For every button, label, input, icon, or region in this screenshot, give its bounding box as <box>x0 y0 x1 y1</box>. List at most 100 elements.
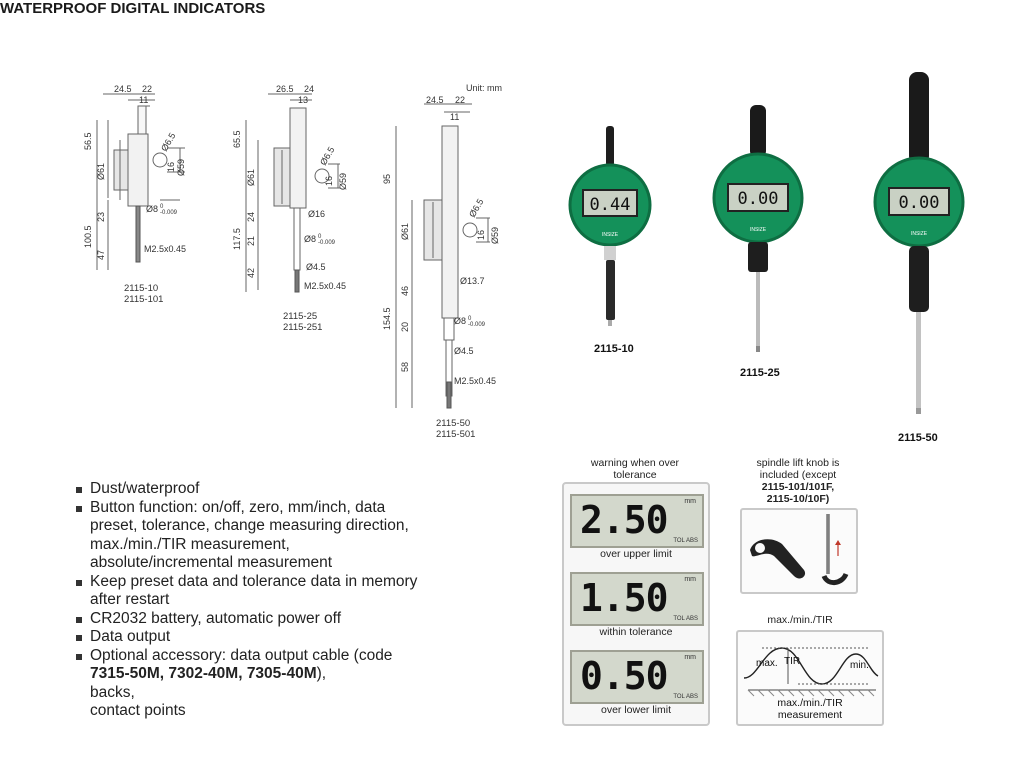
dim-label: 24.5 <box>426 95 444 105</box>
drawing-2115-25 <box>245 93 340 293</box>
dim-label: 58 <box>400 362 410 372</box>
feature-item: Button function: on/off, zero, mm/inch, … <box>76 499 436 573</box>
product-photos: 0.44 INSIZE 0.00 INSIZE 0.00 INSIZE <box>568 72 965 414</box>
dim-label: 24 <box>304 84 314 94</box>
drawing-2115-50-labels: Unit: mm 24.5 22 11 95 Ø6.5 Ø61 16 Ø59 1… <box>382 83 502 386</box>
unit-note: Unit: mm <box>466 83 502 93</box>
dim-label: 16 <box>476 230 486 240</box>
dim-label: Ø59 <box>176 159 186 176</box>
tir-max-label: max. <box>756 658 778 669</box>
dim-label: Ø59 <box>338 173 348 190</box>
dim-label: 42 <box>246 268 256 278</box>
accessory-prefix: Optional accessory: data output cable (c… <box>90 646 393 664</box>
accessory-line3: contact points <box>90 702 186 719</box>
tolerance-lcd-panels: 2.50 mm TOL ABS over upper limit 1.50 mm… <box>562 482 710 726</box>
dim-label: M2.5x0.45 <box>144 244 186 254</box>
dim-label: 154.5 <box>382 307 392 330</box>
dim-label: 95 <box>382 174 392 184</box>
model-code: 2115-25 <box>283 311 318 322</box>
feature-item: Dust/waterproof <box>76 480 436 499</box>
lcd-unit: mm <box>684 576 696 583</box>
lcd-unit: mm <box>684 654 696 661</box>
accessory-line2: backs, <box>90 683 135 701</box>
dim-label: Ø59 <box>490 227 500 244</box>
tir-min-label: min. <box>850 660 869 671</box>
tir-caption-bottom: max./min./TIR <box>777 697 843 709</box>
dim-label: 46 <box>400 286 410 296</box>
dim-label: 11 <box>139 95 148 105</box>
dim-label: Ø8 <box>146 204 158 214</box>
dim-label: Ø61 <box>400 223 410 240</box>
dim-label: 22 <box>455 95 465 105</box>
dim-label: 24.5 <box>114 84 132 94</box>
dim-label: -0.009 <box>318 240 336 246</box>
spindle-lift-knob-icon <box>750 514 849 585</box>
tir-caption-bottom: measurement <box>778 709 842 721</box>
lcd-caption: within tolerance <box>599 626 673 638</box>
drawing-2115-10 <box>96 93 185 270</box>
lcd-tol: TOL ABS <box>673 616 698 622</box>
knob-caption-line: 2115-101/101F, <box>761 481 835 493</box>
lcd-caption: over upper limit <box>600 548 672 560</box>
tir-diagram: max. TIR min. max./min./TIR measurement <box>736 630 884 726</box>
dim-label: 117.5 <box>232 228 242 250</box>
lcd-unit: mm <box>684 498 696 505</box>
dim-label: 16 <box>324 176 334 186</box>
dim-label: Ø16 <box>308 209 325 219</box>
dim-label: 20 <box>400 322 410 332</box>
dim-label: 13 <box>298 95 308 105</box>
dim-label: Ø6.5 <box>159 131 177 153</box>
dim-label: Ø61 <box>96 163 106 180</box>
accessory-codes: 7315-50M, 7302-40M, 7305-40M <box>90 665 317 682</box>
dim-label: 0 <box>160 204 164 210</box>
dim-label: 11 <box>450 112 459 122</box>
knob-illustration <box>740 508 858 594</box>
dim-label: M2.5x0.45 <box>454 376 496 386</box>
drawing-model-label: 2115-10 2115-101 <box>124 283 163 305</box>
lcd-tol: TOL ABS <box>673 538 698 544</box>
lcd-value: 1.50 <box>580 576 669 620</box>
lcd-display: 2.50 mm TOL ABS <box>570 494 704 548</box>
photo-model-label: 2115-25 <box>740 367 780 379</box>
brand-logo: INSIZE <box>750 227 767 233</box>
dim-label: 100.5 <box>83 225 93 248</box>
tir-wave-diagram: max. TIR min. max./min./TIR measurement <box>743 647 879 721</box>
dim-label: -0.009 <box>160 210 178 216</box>
drawing-2115-10-labels: 24.5 22 11 56.5 Ø61 Ø6.5 16 Ø59 100.5 23… <box>83 84 186 260</box>
model-code: 2115-251 <box>283 322 323 333</box>
dim-label: -0.009 <box>468 322 486 328</box>
drawing-model-label: 2115-25 2115-251 <box>283 311 322 333</box>
dim-label: 16 <box>166 162 176 172</box>
dim-label: 0 <box>468 316 472 322</box>
dim-label: Ø8 <box>304 234 316 244</box>
dim-label: Ø6.5 <box>467 197 485 219</box>
feature-item: CR2032 battery, automatic power off <box>76 610 436 629</box>
lcd-value: 0.50 <box>580 654 669 698</box>
dim-label: 56.5 <box>83 132 93 150</box>
dim-label: 0 <box>318 234 322 240</box>
lcd-tol: TOL ABS <box>673 694 698 700</box>
photo-model-label: 2115-50 <box>898 432 938 444</box>
photo-reading: 0.00 <box>738 189 779 209</box>
knob-caption-line: spindle lift knob is <box>756 457 840 469</box>
indicator-photo-2115-10: 0.44 INSIZE <box>568 126 652 326</box>
indicator-photo-2115-25: 0.00 INSIZE <box>712 105 804 352</box>
brand-logo: INSIZE <box>602 232 619 238</box>
dim-label: Ø4.5 <box>306 262 326 272</box>
lcd-value: 2.50 <box>580 498 669 542</box>
knob-caption-line: included (except <box>759 469 837 481</box>
photo-reading: 0.00 <box>899 193 940 213</box>
brand-logo: INSIZE <box>911 231 928 237</box>
feature-item-accessory: Optional accessory: data output cable (c… <box>76 647 436 721</box>
dim-label: 65.5 <box>232 130 242 148</box>
dim-label: Ø61 <box>246 169 256 186</box>
model-code: 2115-50 <box>436 418 471 429</box>
tir-caption-top: max./min./TIR <box>767 614 833 626</box>
model-code: 2115-10 <box>124 283 159 294</box>
dim-label: Ø8 <box>454 316 466 326</box>
dim-label: 24 <box>246 212 256 222</box>
knob-caption-line: 2115-10/10F) <box>766 493 830 505</box>
dim-label: 21 <box>246 236 256 246</box>
drawing-2115-25-labels: 26.5 24 13 65.5 Ø6.5 Ø61 16 Ø59 117.5 24… <box>232 84 348 291</box>
lcd-display: 0.50 mm TOL ABS <box>570 650 704 704</box>
